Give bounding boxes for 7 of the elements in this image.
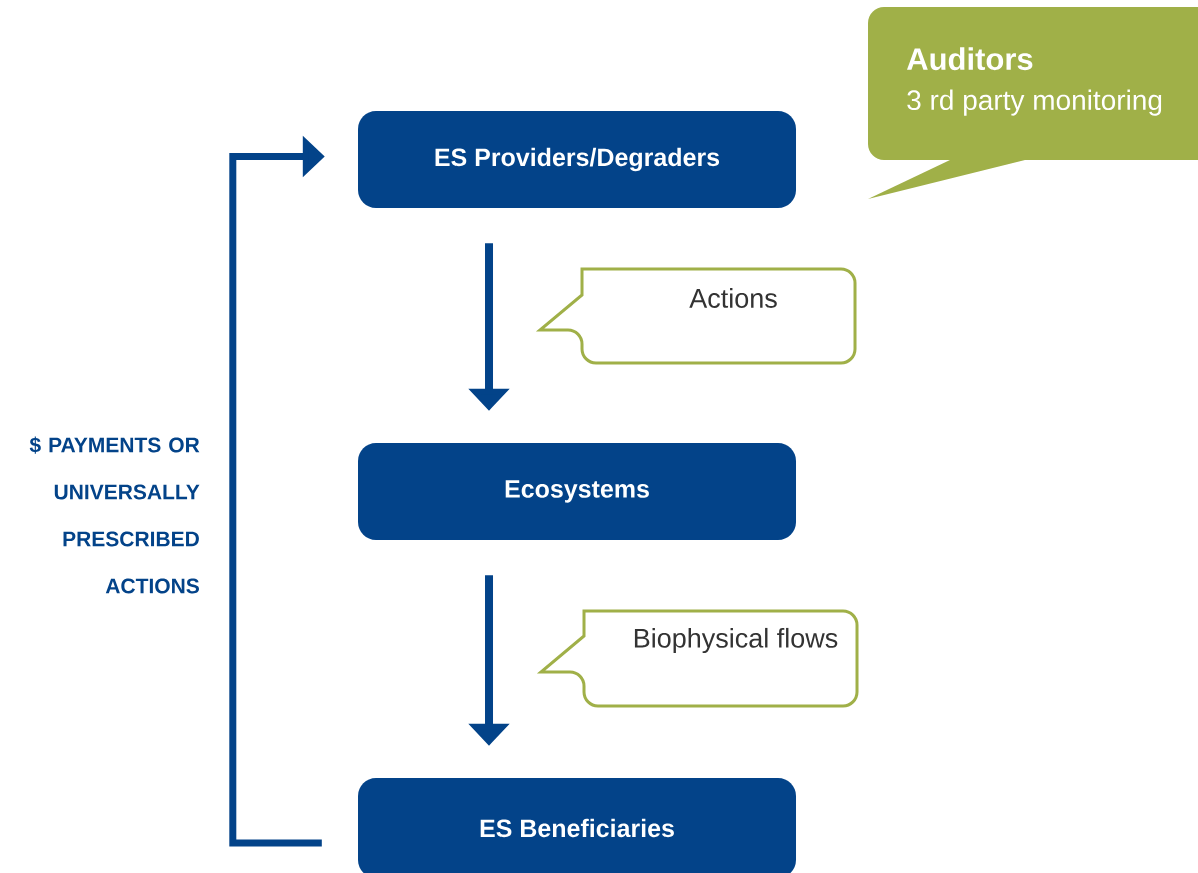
process-box: Ecosystems [358, 443, 796, 540]
speech-bubble: Actions [538, 267, 857, 365]
process-box: ES Beneficiaries [358, 778, 796, 873]
edge-label: $ PAYMENTS OR UNIVERSALLY PRESCRIBED ACTIONS [29, 436, 200, 594]
speech-bubble: Biophysical flows [539, 609, 859, 708]
speech-bubble: Auditors 3 rd party monitoring [868, 7, 1198, 199]
process-box: ES Providers/Degraders [358, 111, 796, 208]
